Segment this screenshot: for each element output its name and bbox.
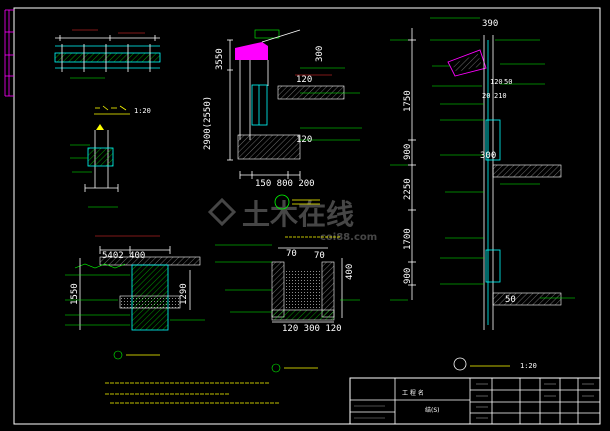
general-notes bbox=[105, 382, 280, 404]
watermark-url: coi88.com bbox=[320, 232, 377, 243]
dim-210: 210 bbox=[494, 92, 507, 100]
elevation-section: 390 1750 900 2250 1700 900 120 50 20 210… bbox=[390, 17, 575, 371]
dim-50-b: 50 bbox=[505, 295, 516, 305]
dim-400: 400 bbox=[345, 264, 355, 280]
dim-120-a: 120 bbox=[296, 75, 312, 85]
dim-50-a: 50 bbox=[504, 78, 512, 86]
title-block: 工 程 名 结(S) bbox=[349, 377, 601, 425]
binding-strip bbox=[4, 9, 14, 97]
dim-2250: 2250 bbox=[403, 178, 413, 200]
dim-900-b: 900 bbox=[403, 268, 413, 284]
wall-section: 3550 2900(2550) 300 120 120 150 800 200 bbox=[203, 29, 362, 210]
dim-120-b: 120 bbox=[296, 135, 312, 145]
dim-1750: 1750 bbox=[403, 90, 413, 112]
foundation-mid: 70 70 400 120 300 120 bbox=[215, 236, 360, 373]
dim-70-b: 70 bbox=[314, 251, 325, 261]
dim-70-a: 70 bbox=[286, 249, 297, 259]
watermark-text: 土木在线 bbox=[242, 198, 354, 231]
elevation-scale: 1:20 bbox=[520, 362, 537, 370]
dim-bottom: 120 300 120 bbox=[282, 324, 342, 334]
dim-120: 120 bbox=[490, 78, 503, 86]
foundation-left: 5402 400 1550 1290 bbox=[65, 235, 205, 360]
drawing-code: 结(S) bbox=[425, 406, 440, 414]
watermark-logo-icon bbox=[207, 197, 237, 227]
watermark: 土木在线 coi88.com bbox=[207, 197, 377, 243]
railing-scale: 1:20 bbox=[134, 107, 151, 115]
elevation-marker bbox=[453, 357, 467, 371]
dim-900-a: 900 bbox=[403, 144, 413, 160]
dim-top: 5402 400 bbox=[102, 251, 145, 261]
section-marker bbox=[274, 194, 290, 210]
project-name-label: 工 程 名 bbox=[402, 389, 424, 397]
column-detail bbox=[70, 124, 119, 208]
dim-1700: 1700 bbox=[403, 228, 413, 250]
railing-detail: 1:20 bbox=[54, 29, 161, 115]
dim-300: 300 bbox=[315, 46, 325, 62]
railing-heading: 1:20 bbox=[94, 105, 151, 115]
dim-1290: 1290 bbox=[179, 283, 189, 305]
sheet-border bbox=[13, 7, 601, 425]
dim-bottom: 150 800 200 bbox=[255, 179, 315, 189]
dim-1550: 1550 bbox=[70, 283, 80, 305]
dim-2900: 2900(2550) bbox=[203, 96, 213, 150]
dim-300: 300 bbox=[480, 151, 496, 161]
foundation-mid-marker bbox=[271, 363, 281, 373]
dim-390: 390 bbox=[482, 19, 498, 29]
foundation-left-marker bbox=[113, 350, 123, 360]
dim-20: 20 bbox=[482, 92, 490, 100]
dim-3550: 3550 bbox=[215, 48, 225, 70]
